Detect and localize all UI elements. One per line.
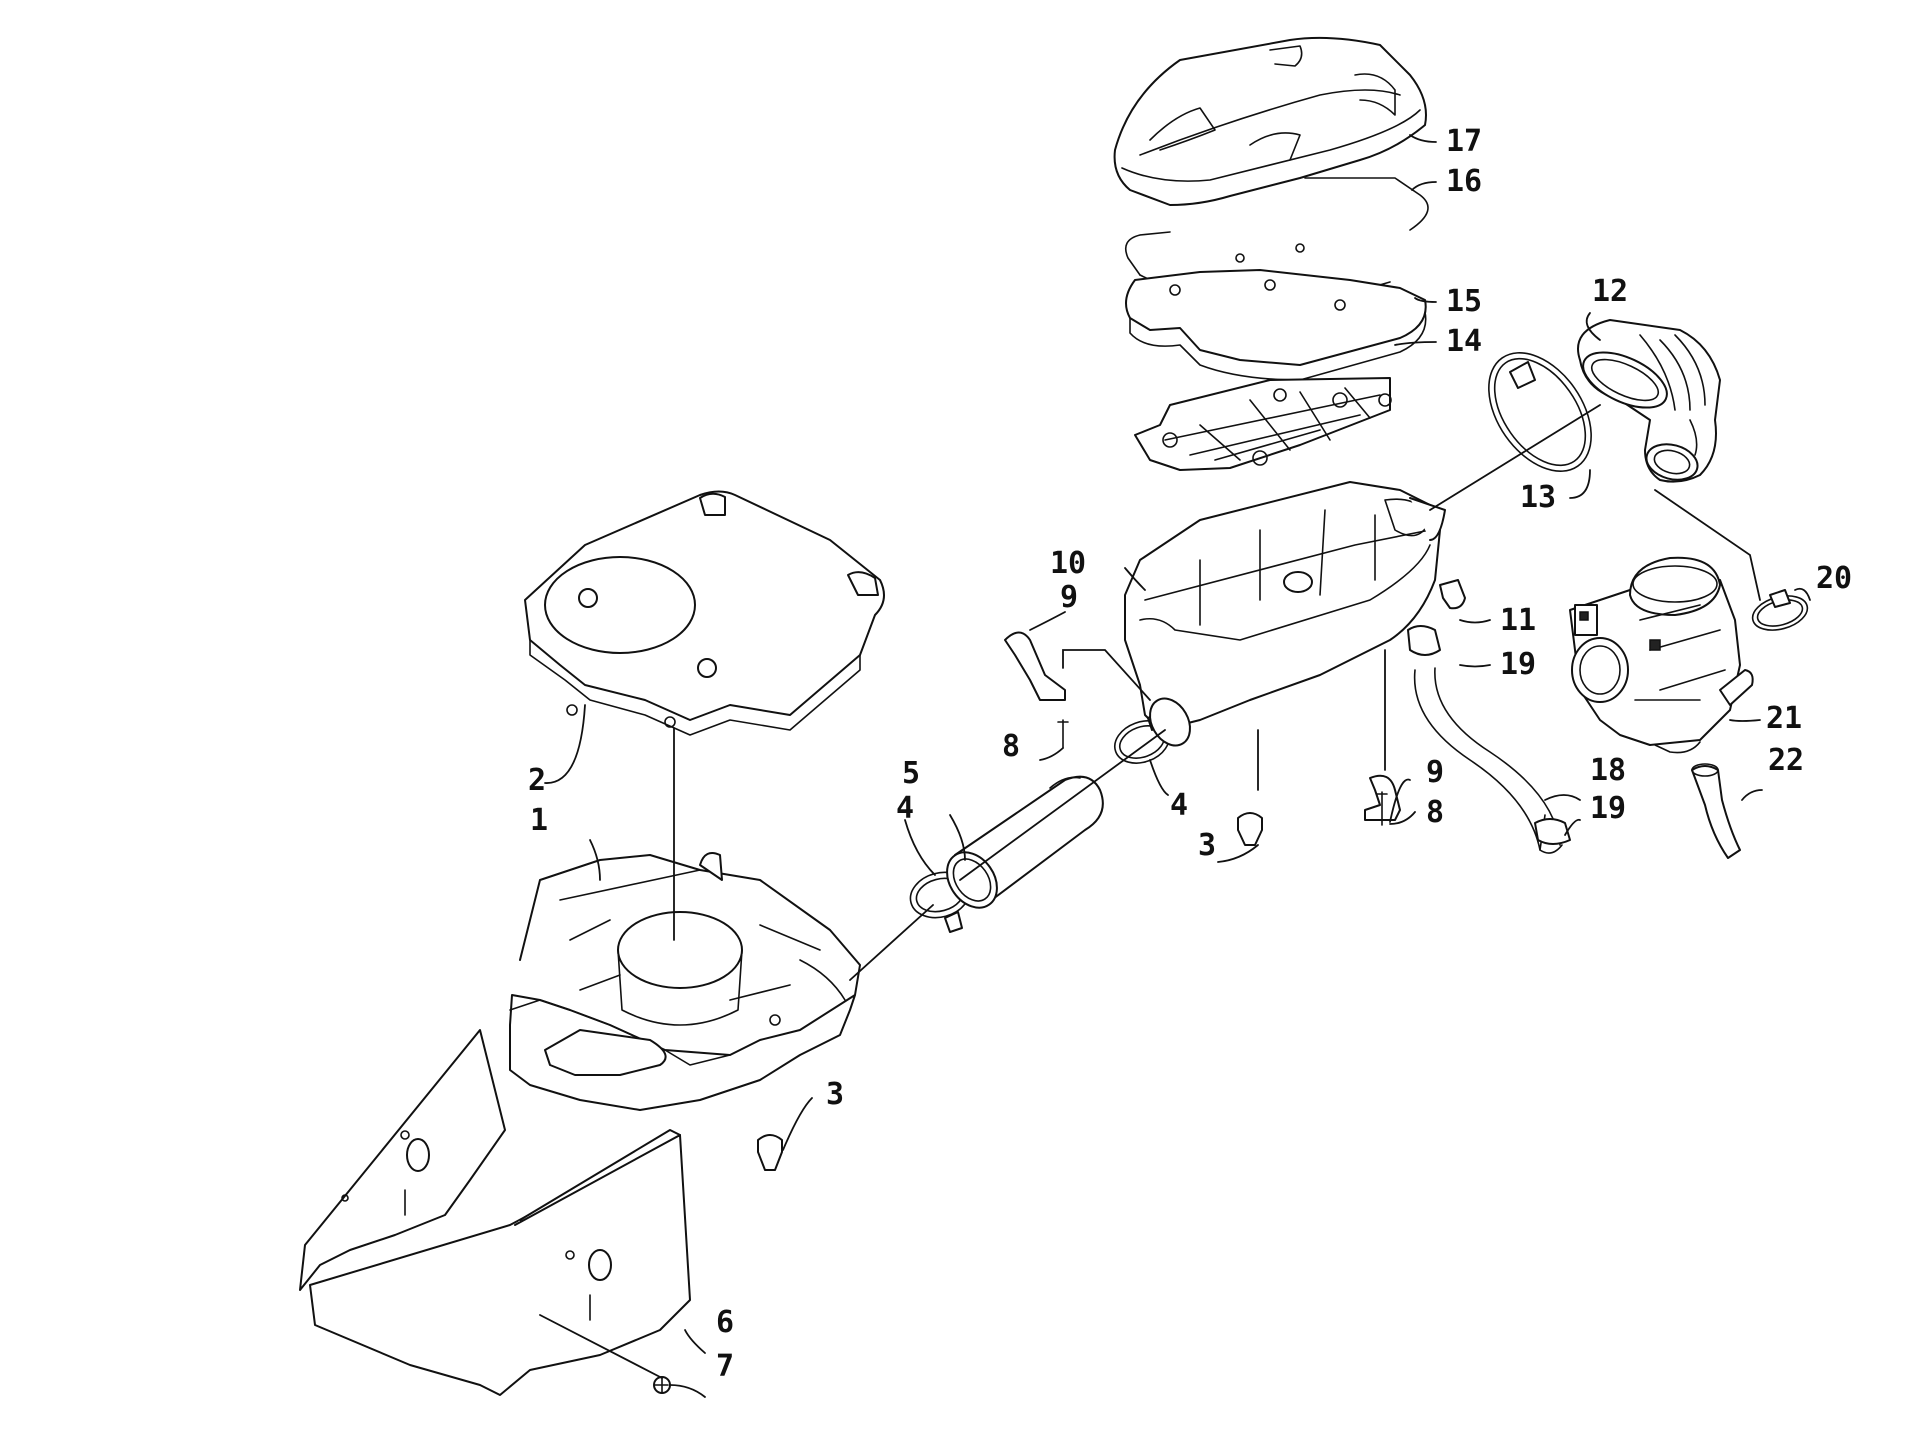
part-8-screws <box>1057 719 1388 826</box>
assembly-lines <box>539 404 1761 1379</box>
callout-9b: 9 <box>1426 755 1444 790</box>
part-12-intake-boot <box>1577 319 1721 483</box>
part-1-housing <box>509 852 861 1111</box>
callout-19a: 19 <box>1500 647 1536 682</box>
callout-labels: 1 2 3 3 4 4 5 6 7 8 8 9 9 10 11 12 13 14… <box>528 124 1852 1384</box>
callout-7: 7 <box>716 1349 734 1384</box>
callout-3a: 3 <box>1198 828 1216 863</box>
part-5-inlet-duct <box>946 697 1191 909</box>
callout-13: 13 <box>1520 480 1556 515</box>
part-6-heat-shield <box>299 1029 691 1396</box>
callout-8b: 8 <box>1426 795 1444 830</box>
callout-11: 11 <box>1500 603 1536 638</box>
part-11-clip <box>1439 579 1466 610</box>
callout-17: 17 <box>1446 124 1482 159</box>
part-21-carburetor <box>1569 556 1754 754</box>
callout-16: 16 <box>1446 164 1482 199</box>
part-14-filter-cage <box>1134 377 1392 471</box>
callout-21: 21 <box>1766 701 1802 736</box>
part-18-vent-hose <box>1413 667 1563 854</box>
part-19-hose-clamps <box>1407 625 1571 845</box>
part-7-screw <box>653 1376 671 1394</box>
callout-20: 20 <box>1816 561 1852 596</box>
part-13-clamp <box>1488 352 1592 472</box>
part-20-clamp <box>1751 589 1809 631</box>
callout-leaders <box>544 134 1811 1398</box>
callout-18: 18 <box>1590 753 1626 788</box>
part-2-lid <box>524 490 885 736</box>
callout-19b: 19 <box>1590 791 1626 826</box>
part-15-filter <box>1125 243 1427 381</box>
callout-9a: 9 <box>1060 580 1078 615</box>
callout-6: 6 <box>716 1305 734 1340</box>
callout-4b: 4 <box>1170 788 1188 823</box>
callout-3b: 3 <box>826 1077 844 1112</box>
callout-14: 14 <box>1446 324 1482 359</box>
callout-2: 2 <box>528 763 546 798</box>
callout-1: 1 <box>530 803 548 838</box>
part-10-airbox-base <box>1124 481 1446 731</box>
callout-15: 15 <box>1446 284 1482 319</box>
callout-10: 10 <box>1050 546 1086 581</box>
callout-12: 12 <box>1592 274 1628 309</box>
callout-5: 5 <box>902 756 920 791</box>
callout-8a: 8 <box>1002 729 1020 764</box>
callout-22: 22 <box>1768 743 1804 778</box>
part-17-airbox-cover <box>1113 36 1427 206</box>
part-22-hose <box>1691 763 1741 859</box>
callout-4a: 4 <box>896 791 914 826</box>
part-3-grommets <box>757 812 1263 1171</box>
